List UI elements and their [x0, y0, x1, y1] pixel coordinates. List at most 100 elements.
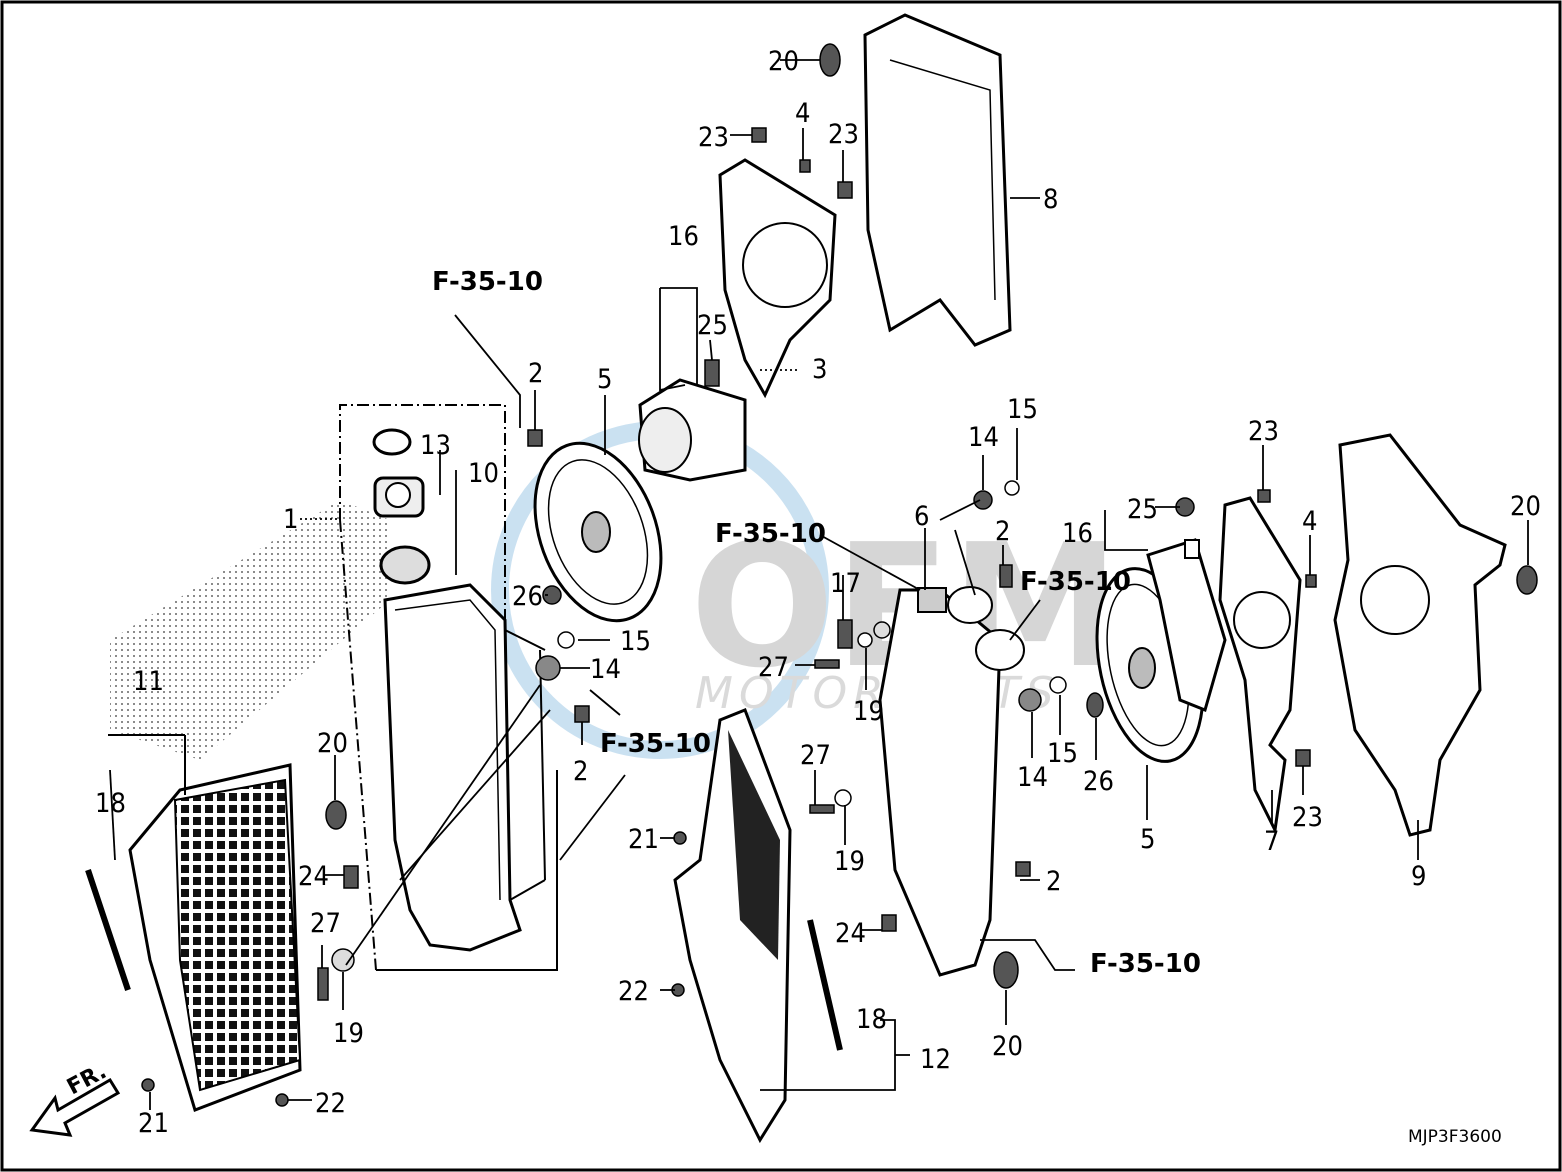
callout-15: 15 — [620, 626, 651, 657]
leader-lines — [109, 59, 1529, 1110]
radiator-bracket-box — [339, 404, 558, 971]
callout-21: 21 — [138, 1108, 169, 1139]
callout-18: 18 — [856, 1004, 887, 1035]
callout-27: 27 — [800, 740, 831, 771]
callout-21: 21 — [628, 824, 659, 855]
callout-23: 23 — [698, 122, 729, 153]
callout-2: 2 — [528, 358, 543, 389]
grommet-icon — [557, 631, 575, 649]
callout-23: 23 — [1292, 802, 1323, 833]
callout-27: 27 — [310, 908, 341, 939]
bolt-icon — [814, 659, 840, 669]
bolt-icon — [837, 619, 853, 649]
bolt-icon — [751, 127, 767, 143]
callout-12: 12 — [920, 1044, 951, 1075]
callout-24: 24 — [298, 861, 329, 892]
clip-icon — [881, 914, 897, 932]
callout-13: 13 — [420, 430, 451, 461]
bushing-icon — [1516, 565, 1538, 595]
left-fan-shroud-icon — [718, 158, 837, 399]
callout-10: 10 — [468, 458, 499, 489]
callout-20: 20 — [317, 728, 348, 759]
callout-5: 5 — [597, 364, 612, 395]
callout-4: 4 — [795, 98, 810, 129]
callout-2: 2 — [573, 756, 588, 787]
nut-icon — [1015, 861, 1031, 877]
reference-f-35-10[interactable]: F-35-10 — [715, 519, 826, 549]
left-fan-icon — [533, 441, 663, 623]
callout-1: 1 — [283, 504, 298, 535]
collar-icon — [1018, 688, 1042, 712]
washer-icon — [331, 948, 355, 972]
grommet-icon — [1049, 676, 1067, 694]
callout-labels: 1 2 2 2 2 3 4 4 5 5 6 7 8 9 10 11 12 13 … — [95, 46, 1541, 1139]
bolt-icon — [809, 804, 835, 814]
reference-labels: F-35-10 F-35-10 F-35-10 F-35-10 F-35-10 — [432, 267, 1201, 979]
collar-icon — [535, 655, 561, 681]
callout-7: 7 — [1264, 826, 1279, 857]
nut-icon — [799, 159, 811, 173]
callout-25: 25 — [1127, 494, 1158, 525]
washer-icon — [834, 789, 852, 807]
callout-25: 25 — [697, 310, 728, 341]
callout-20: 20 — [1510, 491, 1541, 522]
callout-23: 23 — [828, 119, 859, 150]
bushing-icon — [993, 951, 1019, 989]
bolt-icon — [837, 181, 853, 199]
callout-15: 15 — [1007, 394, 1038, 425]
callout-2: 2 — [995, 516, 1010, 547]
callout-20: 20 — [992, 1031, 1023, 1062]
reference-f-35-10[interactable]: F-35-10 — [1020, 567, 1131, 597]
right-fan-shroud-icon — [1218, 496, 1302, 835]
filler-neck-icon — [373, 476, 425, 518]
nut-icon — [527, 429, 543, 447]
bolt-icon — [542, 585, 562, 605]
radiator-cap-icon — [379, 545, 431, 585]
callout-26: 26 — [1083, 766, 1114, 797]
callout-22: 22 — [315, 1088, 346, 1119]
callout-6: 6 — [914, 501, 929, 532]
reference-f-35-10[interactable]: F-35-10 — [1090, 949, 1201, 979]
callout-14: 14 — [590, 654, 621, 685]
callout-4: 4 — [1302, 506, 1317, 537]
callout-23: 23 — [1248, 416, 1279, 447]
left-fan-motor-icon — [638, 378, 747, 482]
callout-14: 14 — [968, 422, 999, 453]
reference-f-35-10[interactable]: F-35-10 — [432, 267, 543, 297]
bushing-icon — [1086, 692, 1104, 718]
reference-f-35-10[interactable]: F-35-10 — [600, 729, 711, 759]
right-fan-motor-icon — [1146, 538, 1227, 713]
washer-icon — [857, 632, 873, 648]
diagram-code: MJP3F3600 — [1408, 1127, 1502, 1147]
callout-22: 22 — [618, 976, 649, 1007]
nut-icon — [1257, 489, 1271, 503]
callout-15: 15 — [1047, 738, 1078, 769]
washer-icon — [873, 621, 891, 639]
screw-icon — [673, 831, 687, 845]
bushing-icon — [819, 43, 841, 77]
callout-11: 11 — [133, 666, 164, 697]
right-hardware-icons — [671, 480, 1538, 997]
nut-icon — [574, 705, 590, 723]
callout-19: 19 — [834, 846, 865, 877]
callout-5: 5 — [1140, 824, 1155, 855]
callout-9: 9 — [1411, 861, 1426, 892]
callout-19: 19 — [853, 696, 884, 727]
left-grille-icon — [85, 763, 302, 1112]
bolt-icon — [1295, 749, 1311, 767]
hatch-area — [110, 500, 390, 760]
left-hardware-icons — [141, 43, 853, 1107]
callout-19: 19 — [333, 1018, 364, 1049]
left-radiator-body — [383, 583, 546, 952]
callout-8: 8 — [1043, 184, 1058, 215]
callout-3: 3 — [812, 354, 827, 385]
callout-20: 20 — [768, 46, 799, 77]
callout-24: 24 — [835, 918, 866, 949]
nut-icon — [1305, 574, 1317, 588]
callout-16: 16 — [668, 221, 699, 252]
nut-icon — [999, 564, 1013, 588]
upper-cover-icon — [863, 13, 1012, 347]
right-lower-shroud-icon — [673, 708, 843, 1144]
